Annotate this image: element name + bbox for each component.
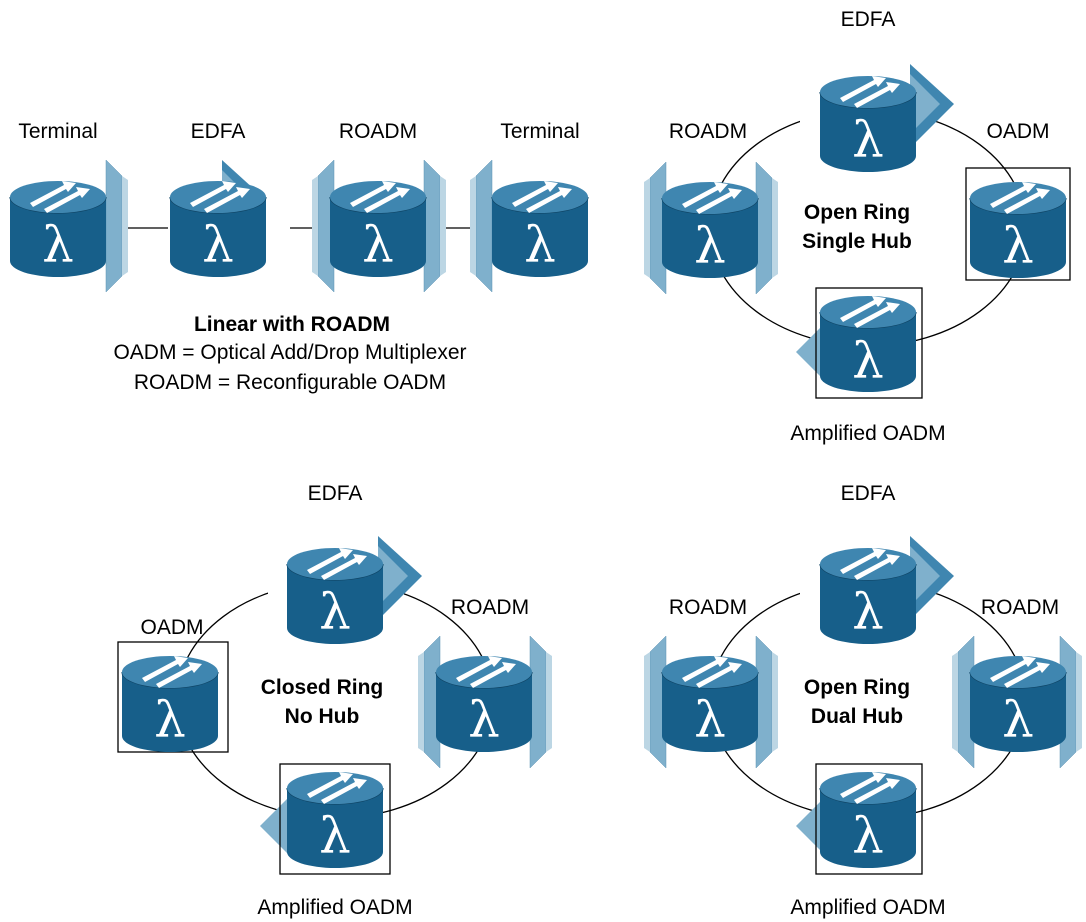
amplified-oadm-node: λ — [796, 287, 923, 399]
terminal-node-left: λ — [9, 159, 129, 293]
label-amplified-oadm: Amplified OADM — [257, 896, 412, 919]
label-roadm: ROADM — [669, 120, 747, 143]
edfa-node: λ — [268, 530, 422, 645]
lambda-symbol: λ — [694, 691, 726, 749]
lambda-symbol: λ — [468, 691, 500, 749]
lambda-symbol: λ — [852, 111, 884, 169]
label-oadm: OADM — [987, 120, 1050, 143]
linear-topology: λ λ λ λ Terminal EDFA ROADM Terminal Lin… — [9, 120, 589, 394]
ring-title-line1: Open Ring — [804, 676, 910, 699]
caption-roadm: ROADM = Reconfigurable OADM — [134, 371, 446, 394]
ring-title-line1: Closed Ring — [261, 676, 384, 699]
roadm-node-linear: λ — [311, 159, 447, 293]
label-oadm: OADM — [141, 616, 204, 639]
roadm-node: λ — [643, 161, 779, 295]
roadm-node-right: λ — [951, 635, 1083, 769]
label-roadm-left: ROADM — [669, 596, 747, 619]
lambda-symbol: λ — [1002, 217, 1034, 275]
oadm-node: λ — [117, 641, 229, 753]
label-amplified-oadm: Amplified OADM — [790, 422, 945, 445]
lambda-symbol: λ — [42, 216, 74, 274]
lambda-symbol: λ — [694, 217, 726, 275]
label-roadm-right: ROADM — [981, 596, 1059, 619]
lambda-symbol: λ — [852, 332, 884, 390]
edfa-node-linear: λ — [169, 160, 267, 278]
label-terminal-left: Terminal — [18, 120, 97, 143]
open-ring-dual-hub: λ λ λ λ EDFA ROADM ROADM Amplified OADM … — [643, 482, 1083, 919]
lambda-symbol: λ — [1002, 691, 1034, 749]
lambda-symbol: λ — [154, 691, 186, 749]
label-edfa: EDFA — [841, 482, 896, 505]
roadm-node: λ — [417, 635, 553, 769]
closed-ring-no-hub: λ λ λ λ EDFA OADM ROADM Amplified OADM C… — [117, 482, 553, 919]
lambda-symbol: λ — [319, 807, 351, 865]
lambda-symbol: λ — [524, 216, 556, 274]
label-terminal-right: Terminal — [500, 120, 579, 143]
oadm-node: λ — [965, 167, 1071, 281]
amplified-oadm-node: λ — [796, 763, 923, 875]
label-roadm: ROADM — [451, 596, 529, 619]
terminal-node-right: λ — [469, 159, 589, 293]
label-edfa: EDFA — [308, 482, 363, 505]
ring-title-line2: Single Hub — [802, 230, 912, 253]
label-edfa: EDFA — [841, 8, 896, 31]
lambda-symbol: λ — [852, 807, 884, 865]
label-roadm: ROADM — [339, 120, 417, 143]
ring-title-line1: Open Ring — [804, 201, 910, 224]
ring-title-line2: No Hub — [285, 705, 360, 728]
lambda-symbol: λ — [852, 583, 884, 641]
lambda-symbol: λ — [202, 216, 234, 274]
label-amplified-oadm: Amplified OADM — [790, 896, 945, 919]
lambda-symbol: λ — [319, 583, 351, 641]
amplified-oadm-node: λ — [260, 763, 391, 875]
linear-title: Linear with ROADM — [194, 313, 390, 336]
roadm-node-left: λ — [643, 635, 779, 769]
caption-oadm: OADM = Optical Add/Drop Multiplexer — [113, 341, 466, 364]
lambda-symbol: λ — [362, 216, 394, 274]
ring-title-line2: Dual Hub — [811, 705, 903, 728]
label-edfa: EDFA — [191, 120, 246, 143]
edfa-node: λ — [800, 58, 954, 173]
open-ring-single-hub: λ λ λ λ EDFA ROADM OADM Amplified OADM O… — [643, 8, 1071, 445]
edfa-node: λ — [800, 530, 954, 645]
